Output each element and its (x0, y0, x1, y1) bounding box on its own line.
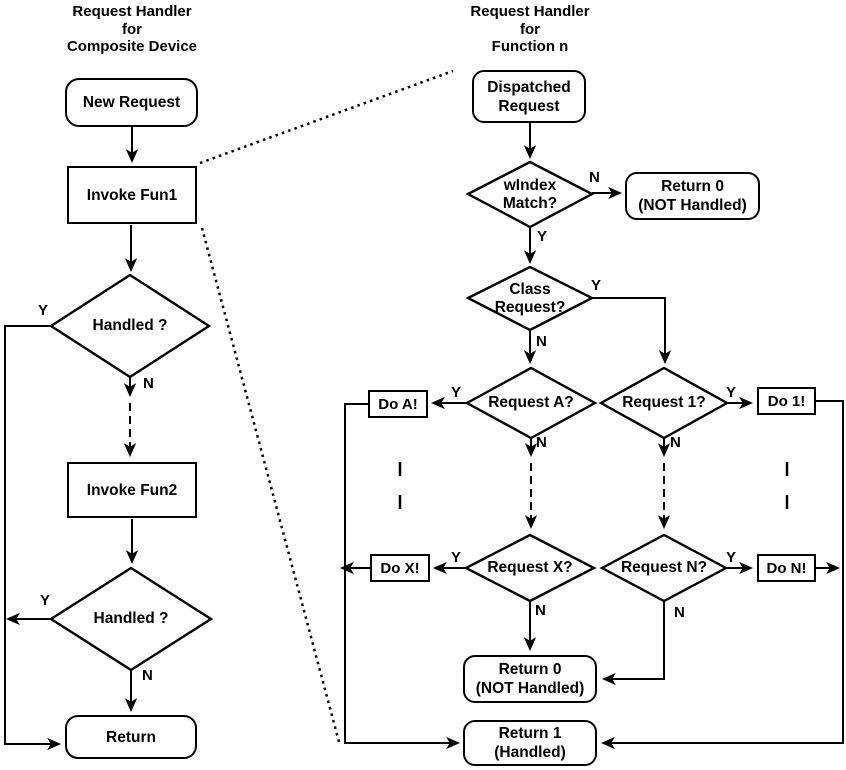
windex-match-diamond (465, 160, 595, 229)
edge-label-handled1-no: N (143, 375, 154, 392)
decision-request-a-label: Request A? (488, 394, 574, 411)
process-do-1: Do 1! (757, 387, 816, 415)
terminal-return1: Return 1 (Handled) (463, 720, 597, 766)
terminal-return0-bottom: Return 0 (NOT Handled) (463, 655, 597, 703)
decision-class-request-label: Class Request? (494, 281, 566, 316)
edge-label-request-n-no: N (674, 604, 685, 621)
edge-class-yes-to-request1 (592, 297, 672, 365)
decision-windex-match-label: wIndex Match? (502, 177, 558, 212)
terminal-new-request: New Request (65, 78, 198, 127)
edge-label-handled1-yes: Y (38, 302, 49, 319)
edge-label-request-1-no: N (670, 434, 681, 451)
terminal-return: Return (65, 715, 197, 759)
process-do-n: Do N! (757, 554, 816, 582)
edge-label-request-n-yes: Y (726, 549, 737, 566)
edge-label-windex-yes: Y (537, 228, 548, 245)
decision-handled-1-label: Handled ? (92, 317, 168, 334)
process-do-x: Do X! (370, 554, 430, 582)
class-request-diamond (465, 265, 595, 332)
process-invoke-fun2: Invoke Fun2 (67, 462, 197, 518)
terminal-return0-top: Return 0 (NOT Handled) (625, 172, 760, 220)
request-x-diamond (463, 533, 597, 603)
edge-do1-rail-to-return1 (600, 400, 844, 750)
left-chart-title: Request Handler for Composite Device (66, 3, 198, 55)
request-a-diamond (464, 366, 598, 440)
handled1-diamond (48, 273, 212, 379)
request-n-diamond (599, 533, 729, 603)
process-do-a: Do A! (368, 390, 428, 418)
edge-label-request-a-no: N (536, 434, 547, 451)
handled2-diamond (48, 566, 214, 672)
decision-request-n-label: Request N? (620, 559, 708, 576)
edge-label-windex-no: N (589, 169, 600, 186)
right-chart-title: Request Handler for Function n (470, 3, 590, 55)
edge-label-class-yes: Y (591, 277, 602, 294)
edge-handled1-yes-rail-to-return (4, 325, 62, 751)
edge-label-handled2-no: N (142, 667, 153, 684)
magnify-dotted-lines (199, 69, 454, 743)
edge-label-class-no: N (536, 333, 547, 350)
decision-handled-2-label: Handled ? (93, 610, 169, 627)
edge-label-request-x-no: N (535, 602, 546, 619)
decision-request-1-label: Request 1? (622, 394, 706, 411)
process-invoke-fun1: Invoke Fun1 (67, 166, 197, 224)
request-1-diamond (598, 366, 730, 440)
edge-label-handled2-yes: Y (40, 592, 51, 609)
decision-request-x-label: Request X? (487, 559, 573, 576)
edge-label-request-a-yes: Y (451, 384, 462, 401)
edge-requestn-no-to-return0 (601, 601, 665, 686)
edge-label-request-x-yes: Y (451, 549, 462, 566)
terminal-dispatched-request: Dispatched Request (472, 70, 586, 123)
edge-label-request-1-yes: Y (726, 384, 737, 401)
